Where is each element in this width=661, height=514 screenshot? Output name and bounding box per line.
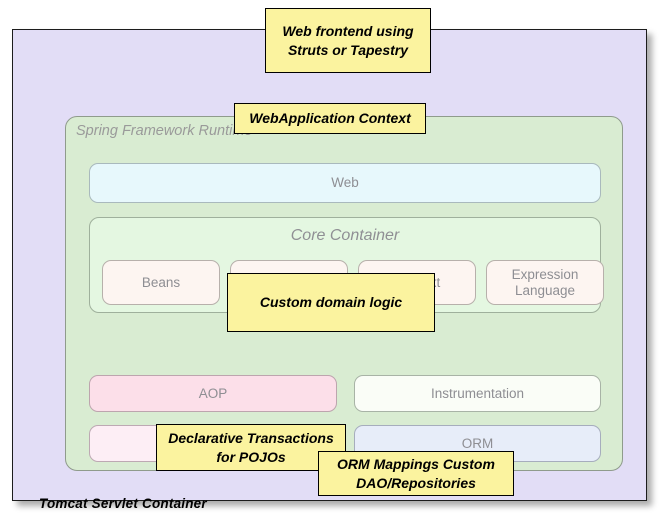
module-orm-label: ORM: [461, 435, 494, 451]
module-aop-label: AOP: [198, 385, 228, 401]
module-expression-language-label: Expression Language: [511, 266, 579, 298]
module-web: Web: [89, 163, 601, 203]
note-declarative-transactions: Declarative Transactions for POJOs: [156, 424, 346, 471]
module-expression-language: Expression Language: [486, 260, 604, 305]
module-beans-label: Beans: [141, 274, 181, 290]
module-instrumentation: Instrumentation: [354, 375, 601, 412]
note-orm-mappings: ORM Mappings Custom DAO/Repositories: [318, 451, 514, 496]
tomcat-servlet-container-label: Tomcat Servlet Container: [39, 496, 207, 511]
note-web-frontend: Web frontend using Struts or Tapestry: [265, 8, 431, 73]
module-web-label: Web: [331, 175, 359, 191]
core-container-label: Core Container: [290, 227, 400, 244]
spring-framework-runtime-panel: Spring Framework Runtime Web Core Contai…: [65, 116, 623, 471]
module-beans: Beans: [102, 260, 220, 305]
note-webapplication-context: WebApplication Context: [234, 103, 426, 134]
note-custom-domain-logic: Custom domain logic: [227, 273, 435, 332]
spring-framework-runtime-label: Spring Framework Runtime: [76, 123, 253, 139]
module-aop: AOP: [89, 375, 337, 412]
module-instrumentation-label: Instrumentation: [430, 385, 525, 401]
